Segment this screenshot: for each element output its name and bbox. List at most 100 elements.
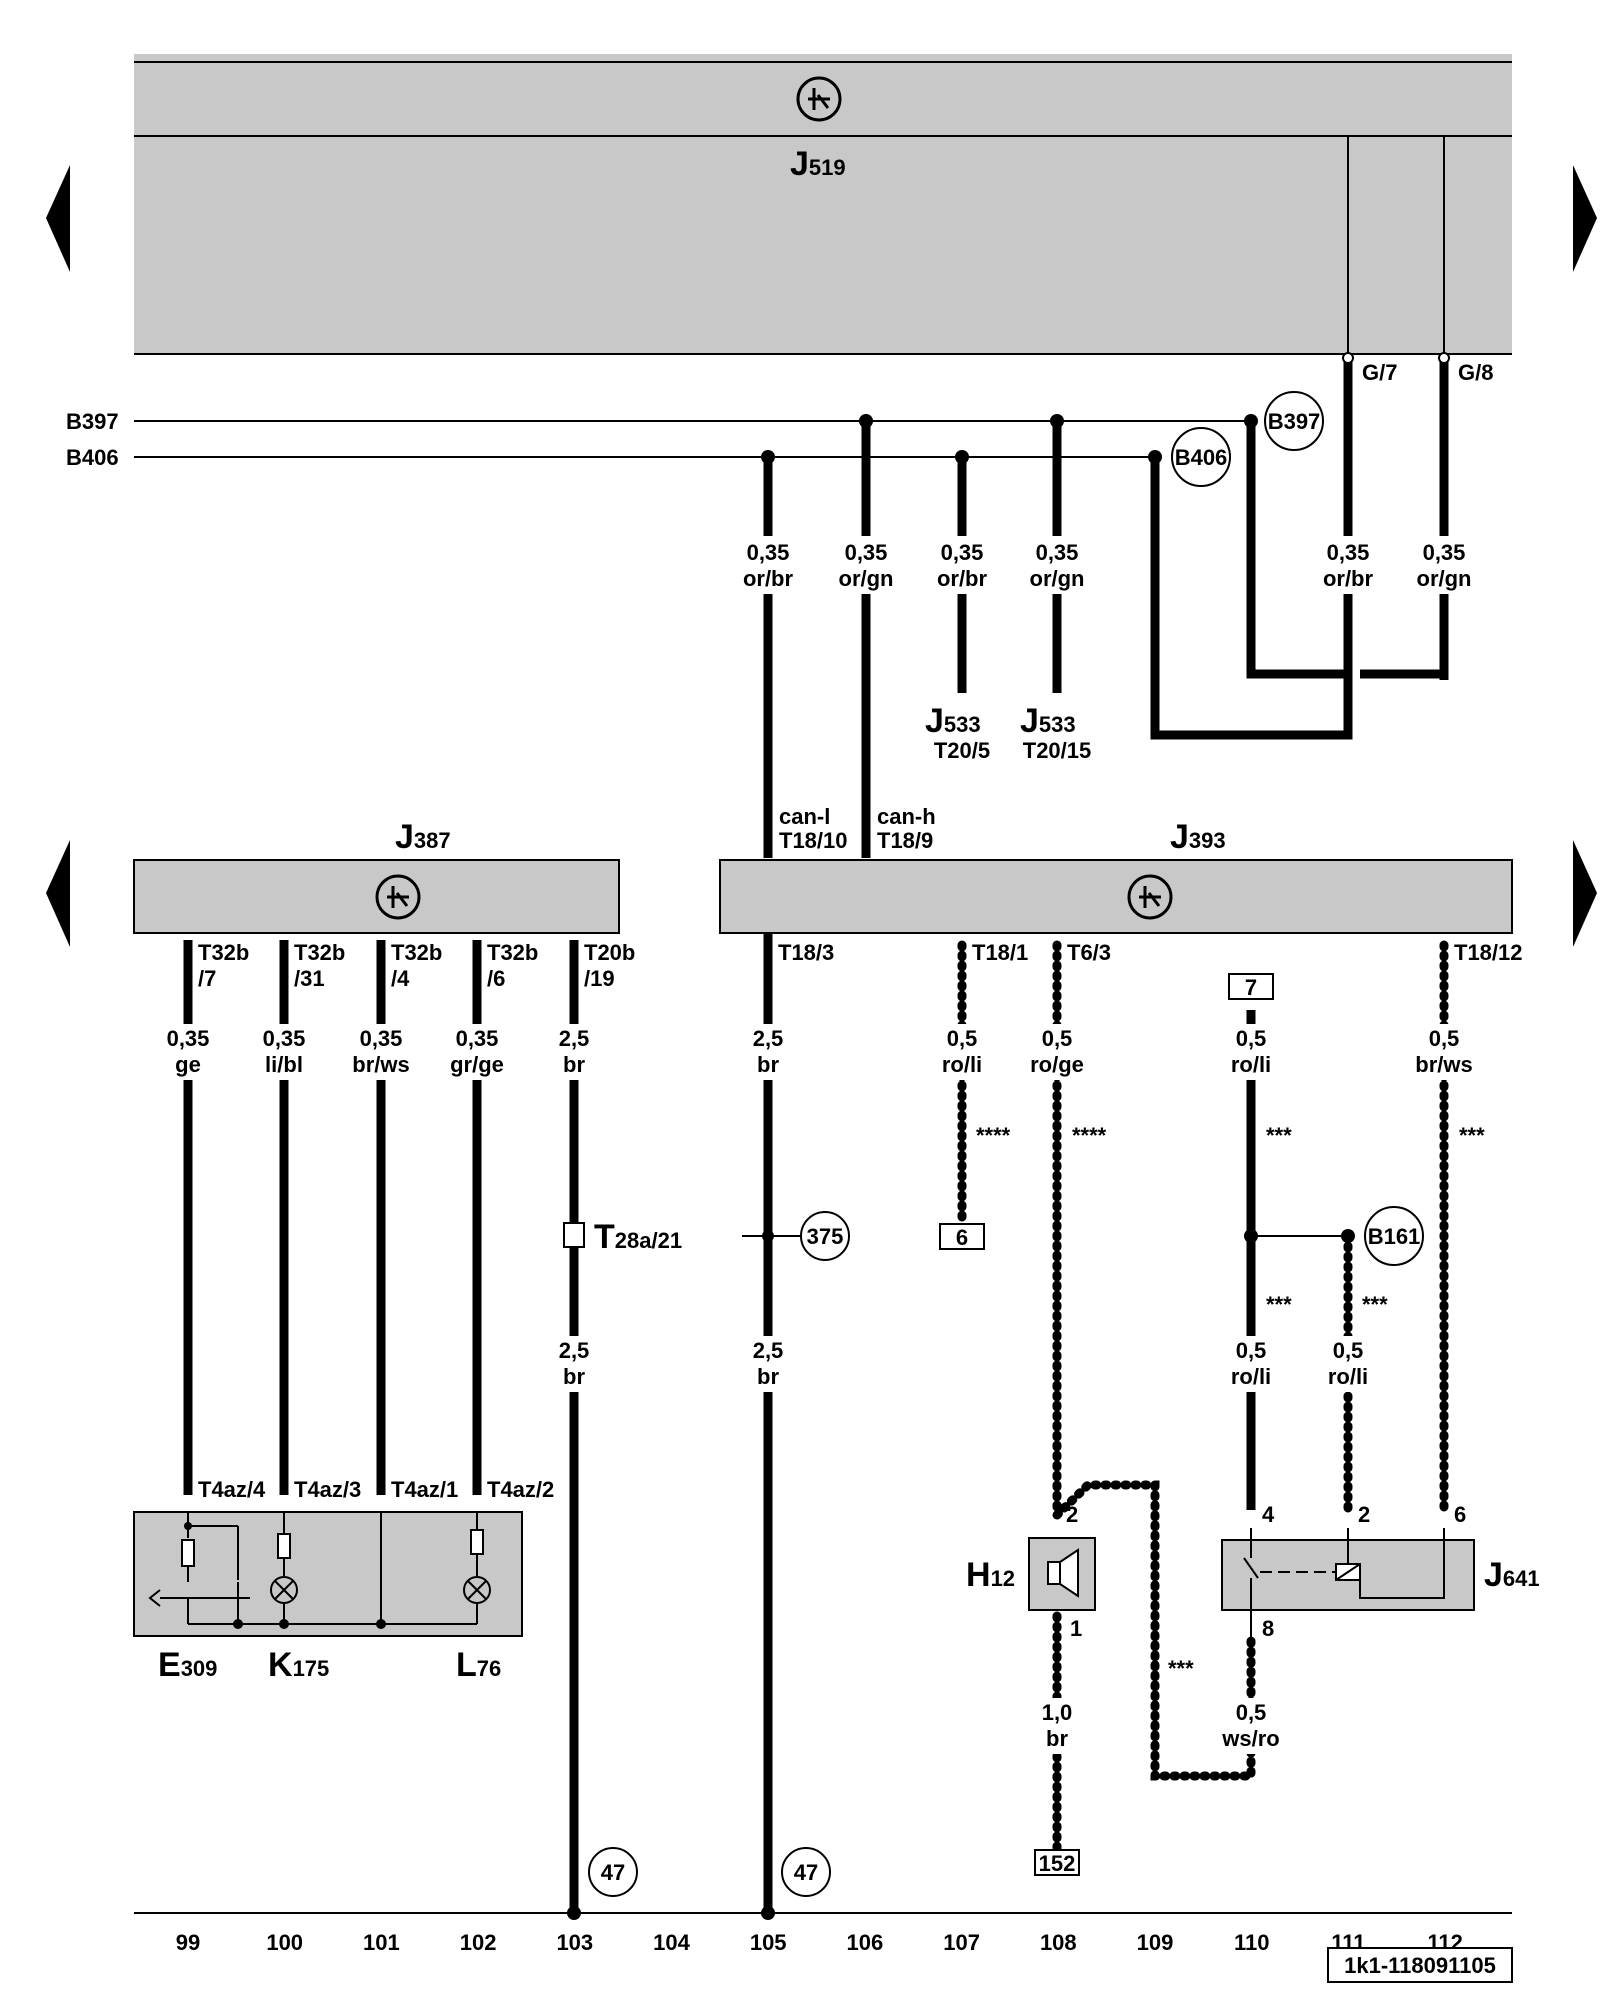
node-47-a: 47: [601, 1860, 625, 1885]
stars-4-b: ****: [1072, 1123, 1107, 1148]
svg-text:or/br: or/br: [937, 566, 988, 591]
svg-text:2,5: 2,5: [753, 1026, 784, 1051]
svg-text:or/br: or/br: [1323, 566, 1374, 591]
column-number: 99: [176, 1930, 200, 1955]
node-b406: B406: [1175, 445, 1228, 470]
j533-pin-b: T20/15: [1023, 738, 1092, 763]
column-number: 104: [653, 1930, 690, 1955]
column-number: 110: [1234, 1930, 1270, 1955]
column-number: 101: [363, 1930, 400, 1955]
svg-text:or/gn: or/gn: [839, 566, 894, 591]
pin-j641-8: 8: [1262, 1616, 1274, 1641]
wire-label-5: 0,35 or/br: [1320, 536, 1376, 594]
svg-text:0,35: 0,35: [360, 1026, 403, 1051]
column-number: 100: [266, 1930, 303, 1955]
svg-text:0,5: 0,5: [1236, 1700, 1267, 1725]
j393-label: J393: [1170, 818, 1226, 856]
column-number: 108: [1040, 1930, 1077, 1955]
page-next-arrow-top[interactable]: [1573, 165, 1597, 272]
j393-control-unit: [719, 859, 1513, 934]
column-number: 107: [943, 1930, 980, 1955]
j519-control-unit: J519: [134, 54, 1512, 355]
svg-text:2,5: 2,5: [753, 1338, 784, 1363]
wire-label-10: 0,35 gr/ge: [444, 1024, 510, 1080]
pin-t4az-3: T4az/3: [294, 1477, 361, 1502]
j387-label: J387: [395, 818, 451, 856]
svg-text:0,5: 0,5: [947, 1026, 978, 1051]
pin-t4az-1: T4az/1: [391, 1477, 458, 1502]
j519-label: J519: [790, 145, 846, 183]
pin-t32b-31-a: T32b: [294, 940, 345, 965]
pin-t32b-6-a: T32b: [487, 940, 538, 965]
wire-label-16: 0,5 br/ws: [1410, 1024, 1478, 1080]
l76-label: L76: [456, 1646, 501, 1684]
svg-text:ro/li: ro/li: [1231, 1052, 1271, 1077]
column-number: 103: [556, 1930, 593, 1955]
pin-t32b-4-b: /4: [391, 966, 410, 991]
node-375: 375: [807, 1224, 844, 1249]
svg-text:0,35: 0,35: [1327, 540, 1370, 565]
column-number: 105: [750, 1930, 787, 1955]
page-prev-arrow-top[interactable]: [46, 165, 70, 272]
wire-label-9: 0,35 br/ws: [348, 1024, 414, 1080]
pin-j641-4: 4: [1262, 1502, 1275, 1527]
stars-3-d: ***: [1362, 1292, 1388, 1317]
stars-3-c: ***: [1266, 1292, 1292, 1317]
svg-text:ge: ge: [175, 1052, 201, 1077]
svg-text:ro/li: ro/li: [1328, 1364, 1368, 1389]
svg-text:or/gn: or/gn: [1030, 566, 1085, 591]
svg-text:or/gn: or/gn: [1417, 566, 1472, 591]
pin-j641-2: 2: [1358, 1502, 1370, 1527]
column-number: 102: [460, 1930, 497, 1955]
pin-t4az-4: T4az/4: [198, 1477, 266, 1502]
pin-t6-3: T6/3: [1067, 940, 1111, 965]
page-prev-arrow-mid[interactable]: [46, 840, 70, 947]
wire-label-13: 0,5 ro/li: [930, 1024, 994, 1080]
wire-label-7: 0,35 ge: [160, 1024, 216, 1080]
svg-text:2,5: 2,5: [559, 1026, 590, 1051]
pin-t18-10: T18/10: [779, 828, 848, 853]
wire-label-3: 0,35 or/br: [934, 536, 990, 594]
can-l-label: can-l: [779, 804, 830, 829]
svg-text:ws/ro: ws/ro: [1221, 1726, 1279, 1751]
svg-text:0,5: 0,5: [1333, 1338, 1364, 1363]
pin-h12-2: 2: [1066, 1502, 1078, 1527]
wire-label-18: 2,5 br: [740, 1336, 796, 1392]
svg-text:br: br: [1046, 1726, 1068, 1751]
t28a-connector-label: T28a/21: [594, 1218, 682, 1256]
svg-text:2,5: 2,5: [559, 1338, 590, 1363]
pin-t18-1: T18/1: [972, 940, 1028, 965]
wire-label-20: 0,5 ro/li: [1316, 1336, 1380, 1392]
j533-label-b: J533: [1020, 702, 1076, 740]
svg-text:0,35: 0,35: [456, 1026, 499, 1051]
pin-h12-1: 1: [1070, 1616, 1082, 1641]
bus-b406-label: B406: [66, 445, 119, 470]
pin-g7: G/7: [1362, 360, 1397, 385]
drawing-id: 1k1-118091105: [1344, 1953, 1496, 1978]
pin-t32b-7-b: /7: [198, 966, 216, 991]
svg-text:br/ws: br/ws: [352, 1052, 409, 1077]
can-h-label: can-h: [877, 804, 936, 829]
wire-label-15: 0,5 ro/li: [1219, 1024, 1283, 1080]
svg-text:0,5: 0,5: [1236, 1338, 1267, 1363]
svg-text:0,35: 0,35: [941, 540, 984, 565]
page-next-arrow-mid[interactable]: [1573, 840, 1597, 947]
wire-label-4: 0,35 or/gn: [1029, 536, 1085, 594]
node-47-b: 47: [794, 1860, 818, 1885]
svg-text:br: br: [563, 1052, 585, 1077]
svg-text:0,35: 0,35: [1423, 540, 1466, 565]
svg-text:li/bl: li/bl: [265, 1052, 303, 1077]
wire-label-2: 0,35 or/gn: [838, 536, 894, 594]
ref-7: 7: [1245, 975, 1257, 1000]
bus-b397-label: B397: [66, 409, 119, 434]
ecu-symbol-icon: [796, 76, 842, 122]
wire-label-14: 0,5 ro/ge: [1024, 1024, 1090, 1080]
stars-3-e: ***: [1168, 1656, 1194, 1681]
pin-g8: G/8: [1458, 360, 1493, 385]
ref-152: 152: [1039, 1851, 1076, 1876]
wire-label-21: 1,0 br: [1031, 1698, 1083, 1754]
node-b161: B161: [1368, 1224, 1421, 1249]
pin-t18-9: T18/9: [877, 828, 933, 853]
svg-text:1,0: 1,0: [1042, 1700, 1073, 1725]
wire-label-17: 2,5 br: [546, 1336, 602, 1392]
